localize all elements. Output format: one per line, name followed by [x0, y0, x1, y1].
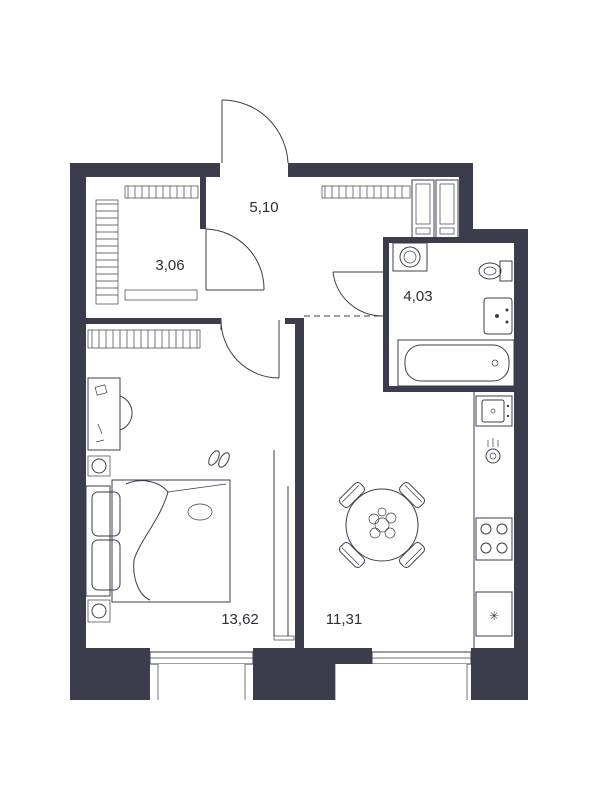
dining-chair-icon	[339, 482, 425, 568]
plant-icon	[87, 599, 111, 623]
room-area-bathroom: 4,03	[403, 288, 432, 305]
fridge-icon	[411, 179, 459, 239]
plant-icon	[368, 507, 397, 539]
wall-bedroom-kitchen	[295, 318, 304, 648]
fridge-icon: ✳	[475, 591, 513, 637]
wall-step-top	[459, 229, 528, 243]
wall-bedroom-top	[86, 318, 221, 324]
doors	[205, 99, 384, 379]
wall-bath-top	[383, 237, 463, 243]
plant-icon	[485, 438, 501, 464]
room-area-storage: 3,06	[155, 257, 184, 274]
chair-icon	[119, 395, 133, 431]
door-icon	[220, 318, 280, 379]
sink-icon	[483, 297, 513, 335]
door-icon	[221, 99, 289, 164]
toilet-icon	[478, 260, 513, 282]
slippers-icon	[208, 450, 230, 468]
room-area-kitchen: 11,31	[326, 611, 362, 628]
wardrobe-hatching	[91, 186, 403, 348]
washing-machine-icon	[392, 242, 428, 272]
door-icon	[304, 271, 384, 317]
windows	[149, 648, 472, 700]
wall-bath-bottom	[383, 386, 519, 392]
door-icon	[205, 228, 265, 291]
wall-right-step	[459, 163, 473, 243]
wall-top-right	[288, 163, 473, 177]
dining-table-icon	[345, 488, 419, 562]
wall-top-left	[70, 163, 220, 177]
stove-icon	[475, 517, 513, 561]
desk-icon	[87, 377, 121, 451]
walls	[70, 163, 528, 700]
wardrobe-icon	[87, 185, 411, 349]
wall-left	[70, 163, 86, 700]
wardrobe-icon	[273, 450, 295, 641]
bed-icon	[85, 479, 231, 603]
pillow-icon	[91, 491, 121, 591]
wall-storage-right	[200, 177, 206, 229]
room-area-bedroom: 13,62	[221, 611, 259, 628]
room-area-hall: 5,10	[249, 199, 278, 216]
svg-text:✳: ✳	[489, 609, 499, 623]
kitchen-sink-icon	[475, 395, 513, 427]
wall-bath-left	[383, 237, 389, 392]
wall-right	[514, 229, 528, 700]
plant-icon	[87, 455, 111, 477]
wall-partition-cap	[285, 318, 304, 324]
bathtub-icon	[397, 339, 515, 387]
